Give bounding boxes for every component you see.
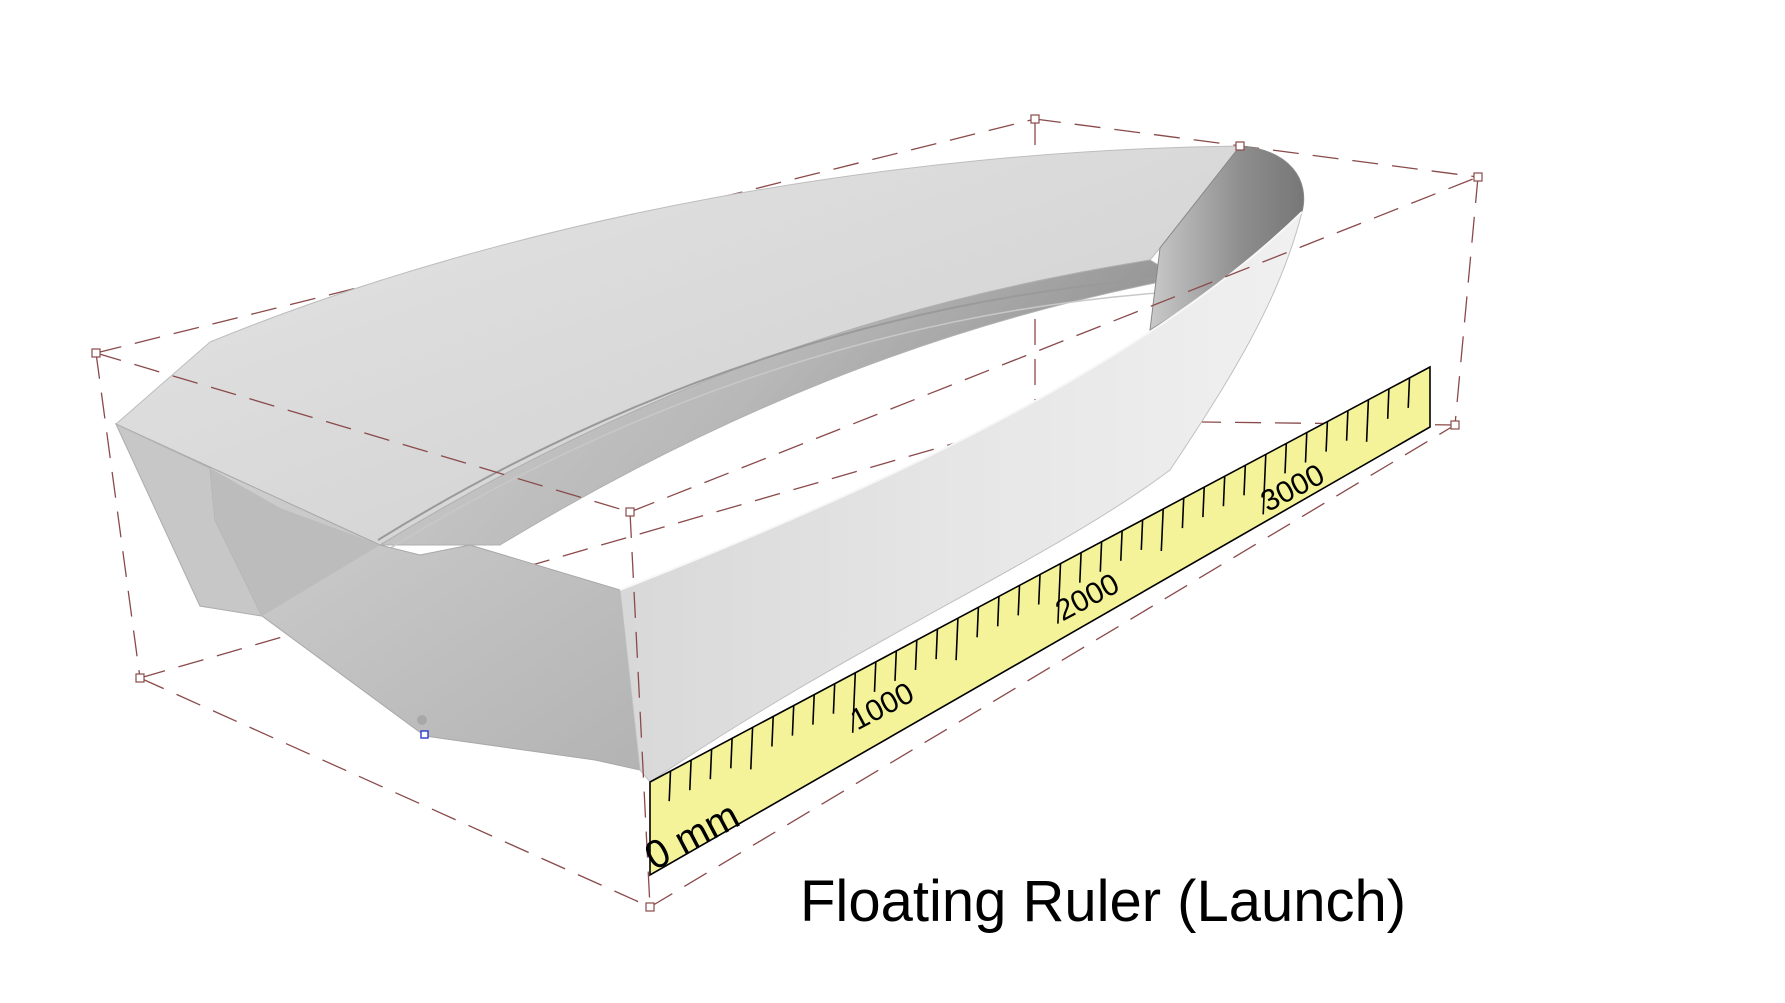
ruler-minor-tick: [976, 607, 980, 638]
ruler-major-tick: [851, 672, 857, 733]
ruler-minor-tick: [1222, 476, 1226, 507]
ruler-minor-tick: [730, 738, 733, 769]
ruler-minor-tick: [1304, 432, 1308, 463]
ruler-ticks: [668, 377, 1411, 802]
ruler-minor-tick: [894, 650, 898, 681]
ruler-minor-tick: [1325, 421, 1329, 452]
ruler-minor-tick: [1037, 574, 1041, 605]
ruler-minor-tick: [1140, 519, 1144, 550]
ruler-minor-tick: [750, 727, 754, 770]
ruler-minor-tick: [914, 639, 918, 671]
ruler-minor-tick: [1407, 377, 1411, 408]
control-point-handle[interactable]: [420, 730, 429, 739]
bounding-box-front: [95, 176, 1479, 908]
ruler-minor-tick: [709, 749, 713, 780]
bounding-box-handles[interactable]: [91, 114, 1483, 912]
ruler-minor-tick: [996, 596, 1000, 627]
ruler-minor-tick: [1243, 465, 1247, 496]
ruler-major-tick: [1057, 563, 1062, 624]
ruler-minor-tick: [791, 705, 795, 736]
boat-hull[interactable]: [114, 145, 1305, 783]
ruler-minor-tick: [1099, 541, 1103, 572]
ruler-minor-tick: [1079, 552, 1082, 583]
ruler-minor-tick: [1160, 508, 1164, 552]
ruler-minor-tick: [1284, 443, 1288, 474]
ruler-minor-tick: [689, 760, 692, 791]
ruler-minor-tick: [1017, 585, 1021, 616]
ruler-minor-tick: [935, 629, 939, 660]
ruler-minor-tick: [1120, 530, 1123, 561]
ruler-minor-tick: [1386, 388, 1390, 419]
ruler-minor-tick: [832, 683, 836, 714]
caption-title: Floating Ruler (Launch): [800, 869, 1407, 934]
ruler-body: [649, 365, 1431, 877]
ruler-minor-tick: [1202, 487, 1205, 518]
ruler-minor-tick: [1345, 410, 1349, 441]
ruler-major-tick: [1262, 454, 1267, 515]
ruler-minor-tick: [771, 716, 774, 747]
ruler-minor-tick: [668, 771, 672, 802]
ruler-minor-tick: [1365, 399, 1370, 442]
ruler-minor-tick: [873, 661, 877, 692]
ruler-minor-tick: [955, 618, 959, 661]
ruler-minor-tick: [1181, 498, 1185, 529]
ruler-minor-tick: [812, 694, 815, 725]
